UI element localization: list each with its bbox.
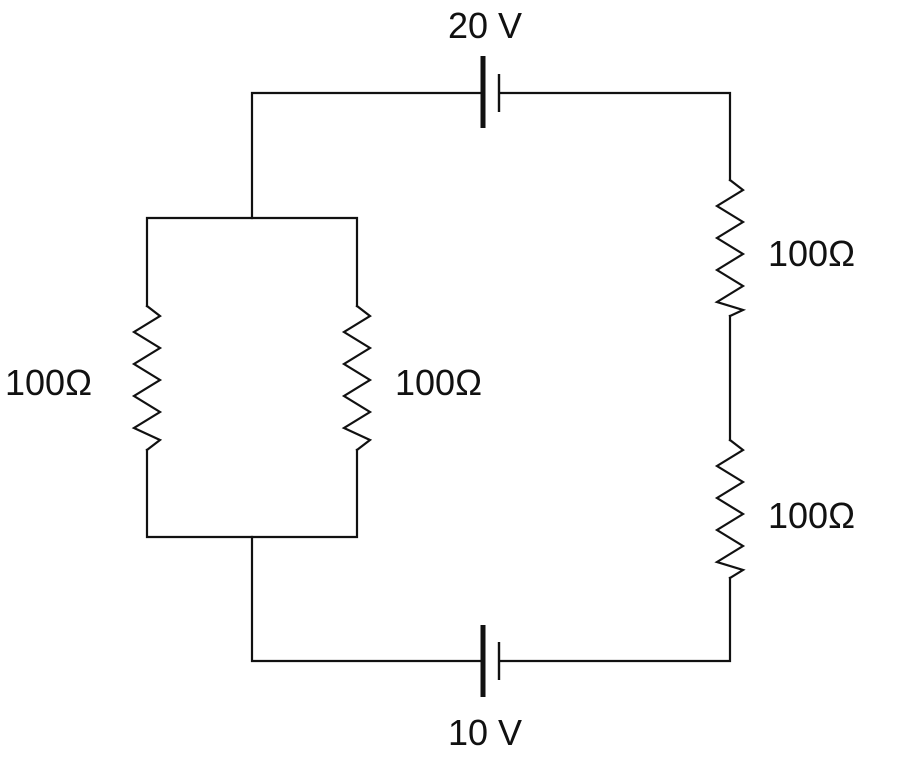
resistor-series-bottom-label: 100Ω [768,495,855,536]
wires [145,91,732,663]
resistor-parallel-right [341,304,373,452]
battery-top [480,56,501,128]
wire-top-right [498,91,732,182]
wire-top-left [250,91,483,220]
resistor-parallel-left-label: 100Ω [5,362,92,403]
resistor-parallel-right-label: 100Ω [395,362,482,403]
wire-bottom-left [250,535,483,663]
battery-bottom-label: 10 V [448,712,522,753]
resistor-series-bottom [714,438,746,580]
resistor-series-top [714,178,747,318]
wire-bottom-right [498,576,732,663]
resistor-series-top-label: 100Ω [768,233,855,274]
parallel-top-bar [145,216,359,308]
battery-bottom [480,625,501,697]
parallel-bottom-bar [145,448,359,539]
battery-top-label: 20 V [448,5,522,46]
resistor-parallel-left [131,304,163,452]
